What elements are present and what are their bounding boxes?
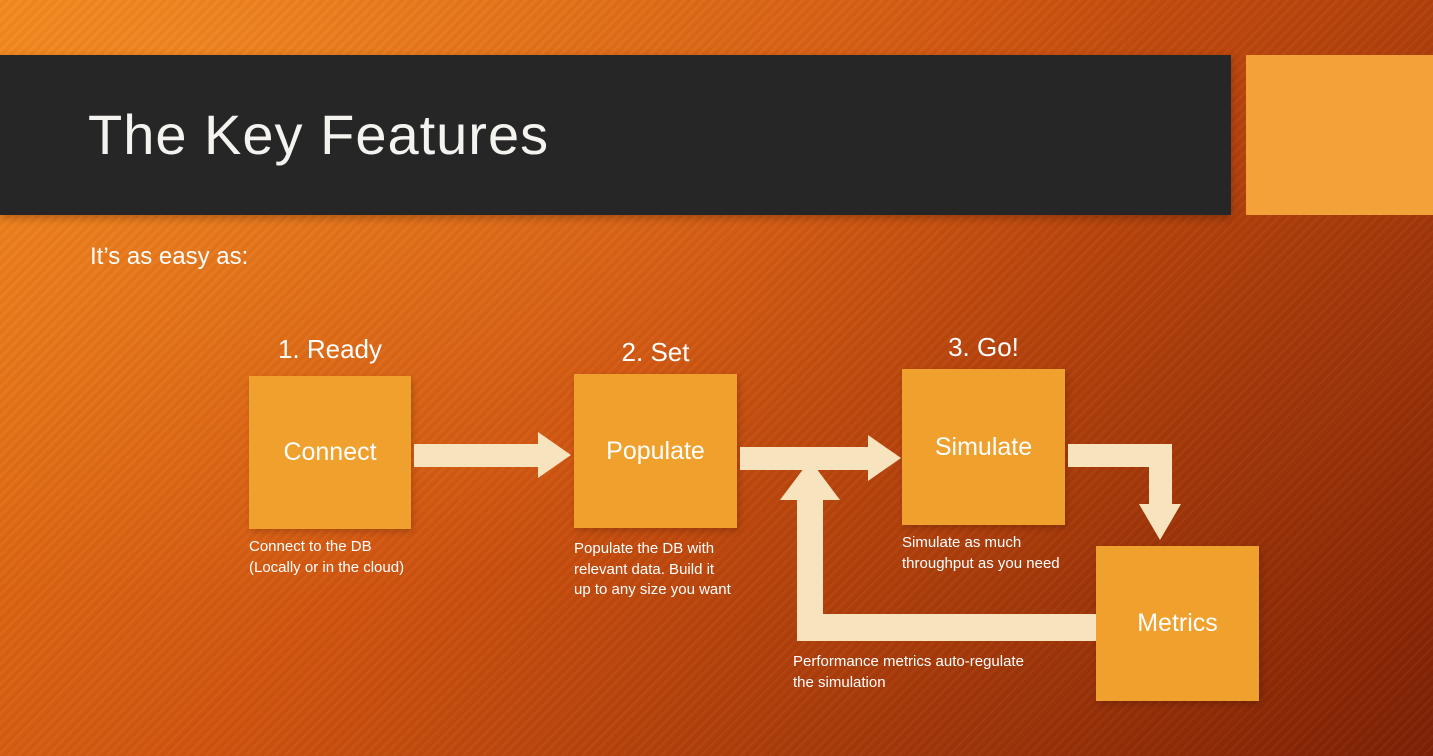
connect-box: Connect	[249, 376, 411, 529]
populate-caption: Populate the DB with relevant data. Buil…	[574, 540, 731, 599]
title-bar: The Key Features	[0, 55, 1231, 215]
populate-box-label: Populate	[606, 436, 705, 465]
subtitle: It’s as easy as:	[90, 243, 249, 270]
step-label-set: 2. Set	[621, 337, 690, 367]
arrow-connect-to-populate-head	[538, 432, 571, 478]
arrow-simulate-to-metrics-horizontal	[1068, 444, 1172, 467]
metrics-box-label: Metrics	[1137, 609, 1218, 637]
simulate-caption: Simulate as much throughput as you need	[902, 534, 1060, 572]
accent-square	[1246, 55, 1433, 215]
arrow-metrics-feedback-horizontal	[797, 614, 1096, 641]
arrow-simulate-to-metrics-head	[1139, 504, 1181, 540]
arrow-metrics-feedback-head	[780, 460, 840, 500]
step-label-ready: 1. Ready	[277, 334, 383, 364]
arrow-metrics-feedback-vertical	[797, 498, 823, 641]
step-label-go: 3. Go!	[948, 332, 1019, 362]
arrow-populate-to-simulate-head	[868, 435, 901, 481]
slide-title: The Key Features	[88, 103, 550, 166]
metrics-caption: Performance metrics auto-regulate the si…	[793, 653, 1024, 691]
connect-box-label: Connect	[283, 438, 377, 466]
connect-caption: Connect to the DB (Locally or in the clo…	[249, 538, 405, 576]
metrics-box: Metrics	[1096, 546, 1259, 701]
simulate-box: Simulate	[902, 369, 1065, 525]
populate-box: Populate	[574, 374, 737, 528]
simulate-box-label: Simulate	[934, 432, 1033, 461]
arrow-simulate-to-metrics-vertical	[1149, 444, 1172, 506]
arrow-connect-to-populate-shaft	[414, 444, 538, 467]
